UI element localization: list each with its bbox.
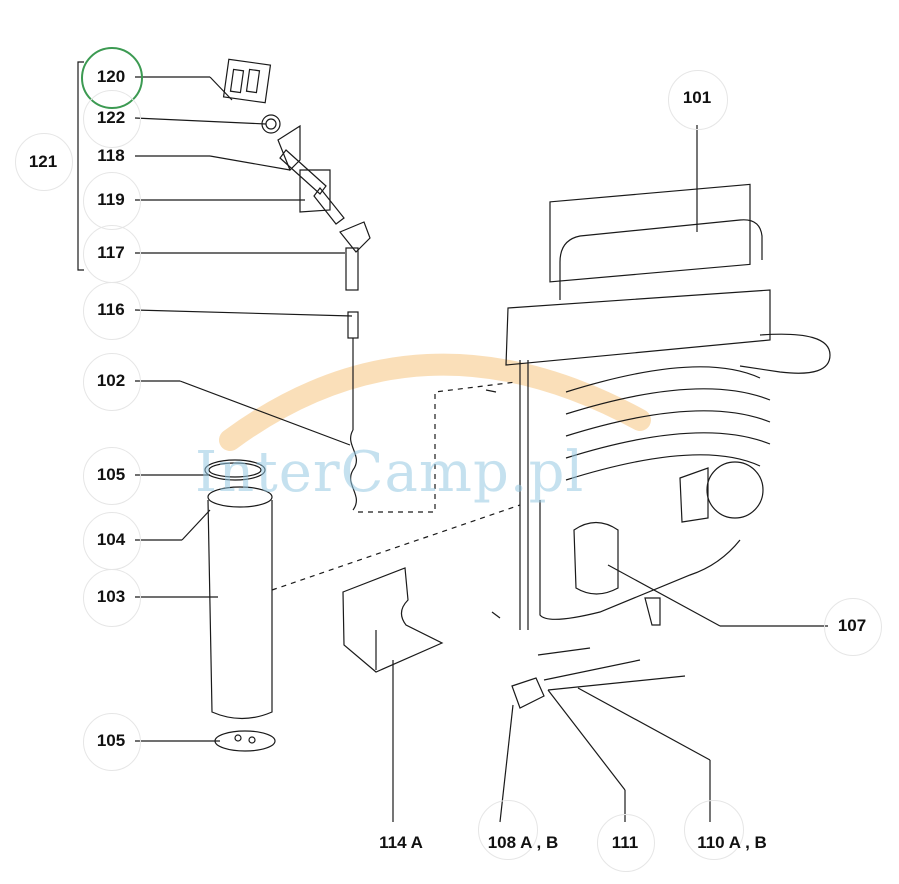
leader-116 (134, 309, 353, 317)
callout-101[interactable]: 101 (682, 88, 712, 107)
part-105-bottom-baffle (214, 730, 276, 752)
callout-110[interactable]: 110 A , B (697, 833, 767, 852)
callout-114a[interactable]: 114 A (379, 833, 423, 852)
callout-120[interactable]: 120 (96, 67, 126, 86)
leader-108 (499, 704, 514, 823)
callout-118[interactable]: 118 (97, 146, 125, 165)
part-107-vessel (573, 521, 619, 595)
part-103-flue-tube (207, 499, 273, 720)
callout-107[interactable]: 107 (837, 616, 867, 635)
part-101-cooling-unit (505, 289, 771, 366)
callout-105-top[interactable]: 105 (96, 465, 126, 484)
callout-108[interactable]: 108 A , B (487, 833, 559, 852)
part-120-plate (222, 58, 272, 104)
part-119-bracket (299, 169, 331, 213)
leader-122 (134, 117, 267, 125)
callout-121[interactable]: 121 (28, 152, 58, 171)
part-114a-shield (342, 567, 444, 673)
callout-102[interactable]: 102 (96, 371, 126, 390)
callout-103[interactable]: 103 (96, 587, 126, 606)
part-absorber-vessel (706, 461, 764, 519)
part-102-electrode (350, 429, 357, 511)
leader-107 (607, 564, 721, 627)
leader-110 (577, 687, 711, 761)
part-118-tube (277, 124, 301, 172)
callout-122[interactable]: 122 (96, 108, 126, 127)
callout-105-bottom[interactable]: 105 (96, 731, 126, 750)
part-108-valve (511, 677, 545, 709)
callout-116[interactable]: 116 (97, 300, 125, 319)
part-105-top-baffle (204, 459, 266, 481)
alignment-dashes (271, 381, 521, 591)
part-122-ring (261, 114, 281, 134)
watermark-arc (219, 353, 651, 451)
callout-104[interactable]: 104 (96, 530, 126, 549)
group-bracket-121 (77, 61, 84, 271)
part-117-burner (339, 221, 371, 253)
callout-117[interactable]: 117 (97, 243, 125, 262)
leader-111 (547, 689, 626, 791)
part-104-ring (207, 486, 273, 508)
callout-119[interactable]: 119 (97, 190, 125, 209)
callout-111[interactable]: 111 (611, 833, 639, 852)
